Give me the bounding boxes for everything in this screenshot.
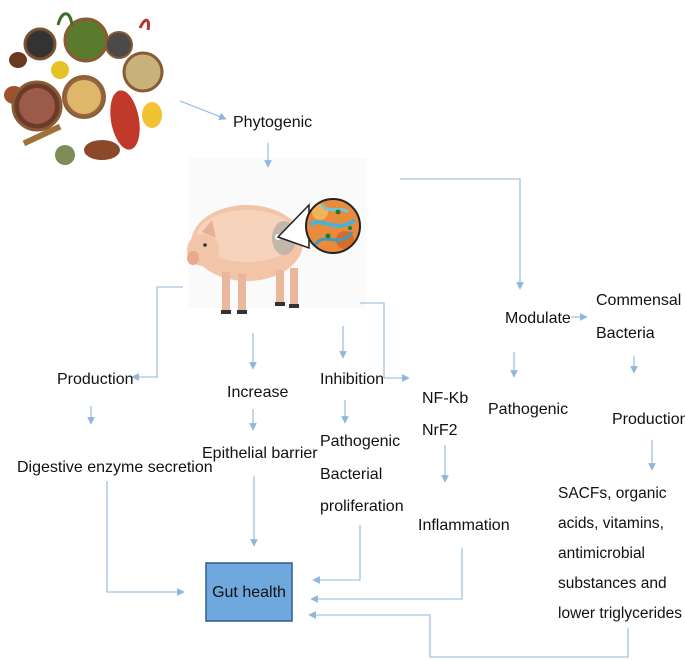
epithelial-barrier-label: Epithelial barrier bbox=[202, 445, 318, 462]
pathogenic-bacterial-line2: Bacterial bbox=[320, 466, 382, 483]
inhibition-label: Inhibition bbox=[320, 371, 384, 388]
pathogenic-bacterial-line3: proliferation bbox=[320, 498, 404, 515]
gut-health-label: Gut health bbox=[212, 584, 286, 601]
production-left-label: Production bbox=[57, 371, 134, 388]
arrow-pathogenic-gut bbox=[313, 525, 360, 580]
nrf2-label: NrF2 bbox=[422, 422, 458, 439]
pathogenic-right-label: Pathogenic bbox=[488, 401, 568, 418]
commensal-line2: Bacteria bbox=[596, 325, 655, 342]
arrow-pig-modulate bbox=[400, 179, 520, 289]
modulate-label: Modulate bbox=[505, 310, 571, 327]
inflammation-label: Inflammation bbox=[418, 517, 510, 534]
nfkb-label: NF-Kb bbox=[422, 390, 468, 407]
pathogenic-bacterial-line1: Pathogenic bbox=[320, 433, 400, 450]
arrow-pig-nfkb bbox=[360, 303, 409, 378]
production-right-label: Production bbox=[612, 411, 685, 428]
commensal-line1: Commensal bbox=[596, 292, 681, 309]
arrow-spices-phytogenic bbox=[180, 101, 226, 119]
sacfs-line2: acids, vitamins, bbox=[558, 515, 664, 532]
increase-label: Increase bbox=[227, 384, 288, 401]
sacfs-line4: substances and bbox=[558, 575, 667, 592]
sacfs-line5: lower triglycerides bbox=[558, 605, 682, 622]
spices-icon bbox=[4, 14, 162, 165]
sacfs-line1: SACFs, organic bbox=[558, 485, 667, 502]
digestive-enzyme-label: Digestive enzyme secretion bbox=[17, 459, 213, 476]
arrow-pig-production bbox=[132, 287, 183, 377]
phytogenic-label: Phytogenic bbox=[233, 114, 312, 131]
gut-health-node: Gut health bbox=[206, 563, 292, 621]
arrow-digestive-gut bbox=[107, 481, 184, 592]
sacfs-line3: antimicrobial bbox=[558, 545, 645, 562]
arrow-inflammation-gut bbox=[311, 548, 462, 599]
